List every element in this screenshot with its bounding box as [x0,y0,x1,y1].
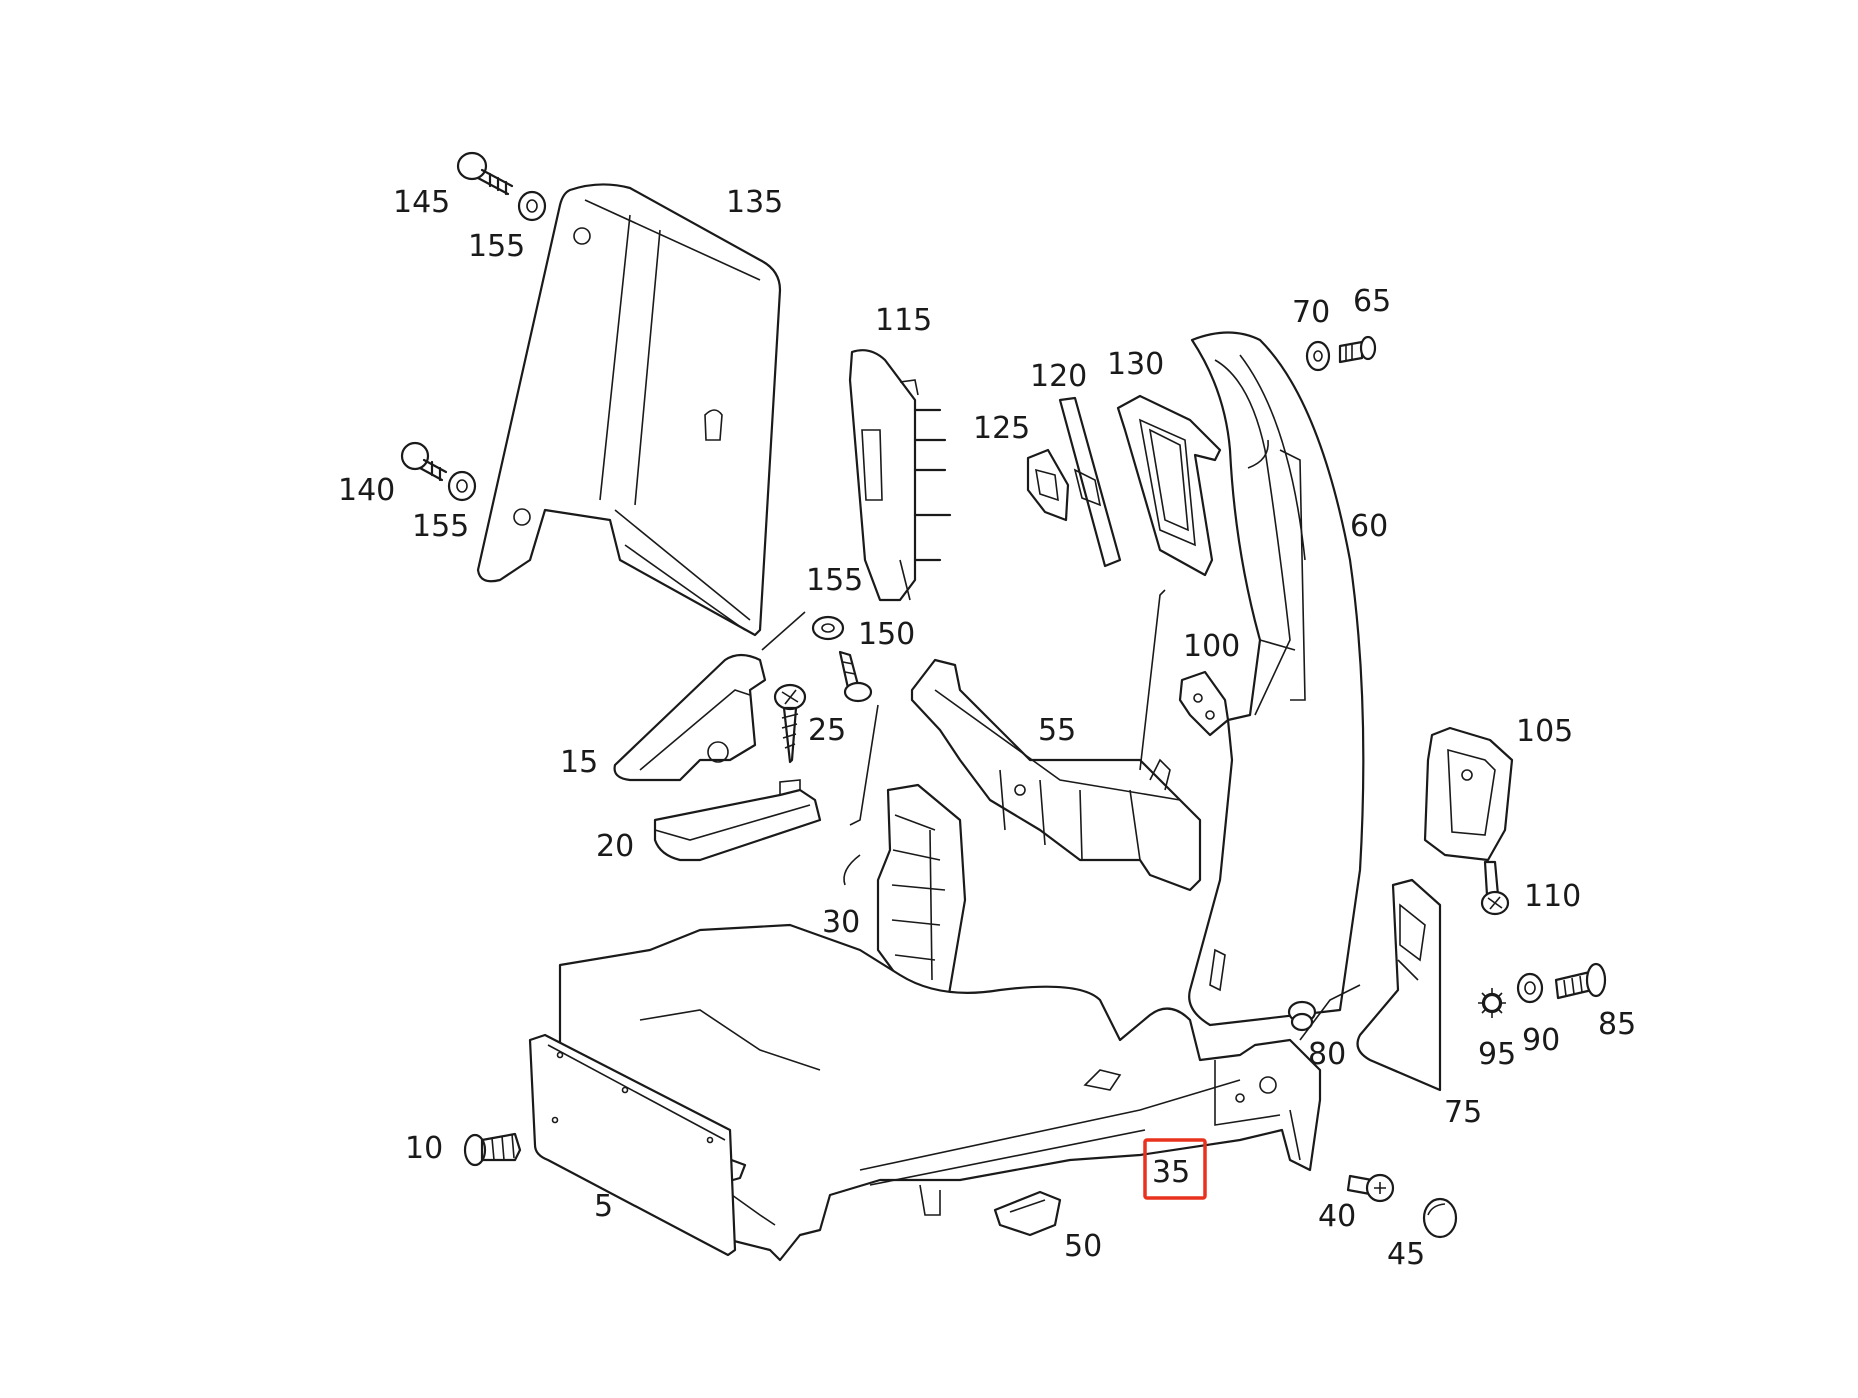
part-30-seat-frame [843,783,967,1002]
callout-145: 145 [393,185,450,220]
part-105-handle [1423,726,1514,862]
part-85-bolt [1554,962,1607,1000]
callout-40: 40 [1318,1199,1356,1234]
callout-labels: 145 155 135 140 155 115 120 130 125 70 6… [338,185,1636,1272]
part-40-screw [1346,1173,1395,1203]
callout-35: 35 [1152,1155,1190,1190]
part-5-front-panel [528,1033,737,1257]
part-155-washer-left [447,470,477,502]
part-120-strip [1058,396,1122,568]
leader-lines [761,439,1361,1041]
part-150-bolt [838,650,873,703]
part-25-screw [773,683,807,764]
callout-10: 10 [405,1131,443,1166]
callout-155-left: 155 [412,509,469,544]
callout-115: 115 [875,303,932,338]
callout-100: 100 [1183,629,1240,664]
callout-130: 130 [1107,347,1164,382]
part-15-bracket [613,653,767,782]
part-90-washer [1516,972,1544,1004]
part-95-star-washer [1478,988,1506,1018]
part-155-washer-center [811,615,845,641]
callout-105: 105 [1516,714,1573,749]
part-20-rail [653,779,822,862]
part-65-screw [1338,335,1377,364]
part-10-push-clip [463,1132,522,1167]
part-130-frame [1116,394,1222,577]
callout-85: 85 [1598,1007,1636,1042]
highlight-box-35 [1143,1138,1207,1200]
callout-30: 30 [822,905,860,940]
part-45-cap [1422,1197,1458,1239]
part-75-panel [1356,878,1442,1092]
part-100-small-bracket [1178,670,1230,737]
callout-155-top: 155 [468,229,525,264]
callout-50: 50 [1064,1229,1102,1264]
part-80-bushing [1287,1000,1317,1032]
callout-75: 75 [1444,1095,1482,1130]
callout-155-center: 155 [806,563,863,598]
callout-20: 20 [596,829,634,864]
part-135-seat-back-panel [476,183,782,637]
part-125-clip [1026,448,1070,522]
part-140-bolt [400,441,448,482]
part-145-bolt [456,151,514,196]
callout-5: 5 [594,1189,613,1224]
part-55-cross-member [910,658,1202,892]
callout-15: 15 [560,745,598,780]
callout-120: 120 [1030,359,1087,394]
part-50-clip [993,1190,1062,1237]
part-110-screw [1480,860,1510,916]
part-155-washer-top [517,190,547,222]
callout-150: 150 [858,617,915,652]
callout-25: 25 [808,713,846,748]
callout-65: 65 [1353,284,1391,319]
part-60-side-pillar [1188,331,1365,1027]
part-115-side-trim [848,349,952,602]
callout-70: 70 [1292,295,1330,330]
callout-95: 95 [1478,1037,1516,1072]
callout-125: 125 [973,411,1030,446]
callout-110: 110 [1524,879,1581,914]
callout-45: 45 [1387,1237,1425,1272]
callout-60: 60 [1350,509,1388,544]
callout-55: 55 [1038,713,1076,748]
callout-80: 80 [1308,1037,1346,1072]
callout-140: 140 [338,473,395,508]
part-70-washer [1305,340,1331,372]
callout-135: 135 [726,185,783,220]
callout-90: 90 [1522,1023,1560,1058]
